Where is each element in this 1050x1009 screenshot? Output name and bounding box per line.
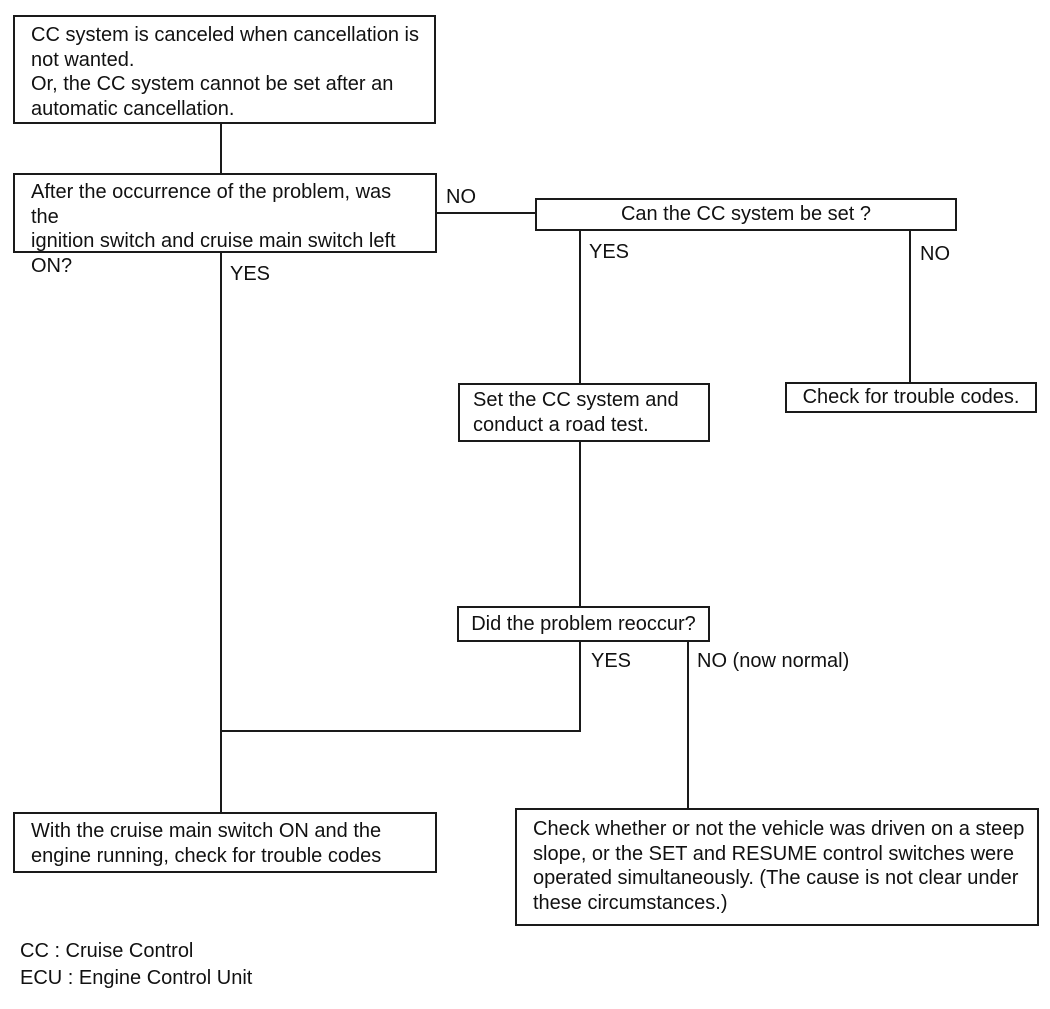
label-reoccur-no: NO (now normal) bbox=[697, 650, 850, 672]
node-check-trouble-codes: Check for trouble codes. bbox=[785, 382, 1037, 413]
node-reoccur-question: Did the problem reoccur? bbox=[457, 606, 710, 642]
connector-reoccur-yes bbox=[579, 640, 581, 732]
connector-reoccur-no bbox=[687, 640, 689, 810]
legend-cc: CC : Cruise Control bbox=[20, 940, 194, 962]
label-ignition-no: NO bbox=[446, 186, 476, 208]
connector-canset-no bbox=[909, 229, 911, 384]
connector-roadtest-to-reoccur bbox=[579, 440, 581, 608]
node-problem-statement: CC system is canceled when cancellation … bbox=[13, 15, 436, 124]
connector-ignition-no bbox=[435, 212, 537, 214]
connector-ignition-yes bbox=[220, 251, 222, 814]
connector-canset-yes bbox=[579, 229, 581, 385]
label-canset-no: NO bbox=[920, 243, 950, 265]
label-reoccur-yes: YES bbox=[591, 650, 632, 672]
connector-problem-to-ignition bbox=[220, 122, 222, 175]
label-ignition-yes: YES bbox=[230, 263, 271, 285]
node-ignition-switch-question: After the occurrence of the problem, was… bbox=[13, 173, 437, 277]
legend-ecu: ECU : Engine Control Unit bbox=[20, 967, 253, 989]
node-steep-slope-check: Check whether or not the vehicle was dri… bbox=[515, 808, 1039, 926]
node-engine-running-check-codes: With the cruise main switch ON and the e… bbox=[13, 812, 437, 873]
node-can-set-question: Can the CC system be set ? bbox=[535, 198, 957, 231]
node-road-test: Set the CC system and conduct a road tes… bbox=[458, 383, 710, 442]
label-canset-yes: YES bbox=[589, 241, 630, 263]
connector-reoccur-yes-elbow bbox=[220, 730, 581, 732]
